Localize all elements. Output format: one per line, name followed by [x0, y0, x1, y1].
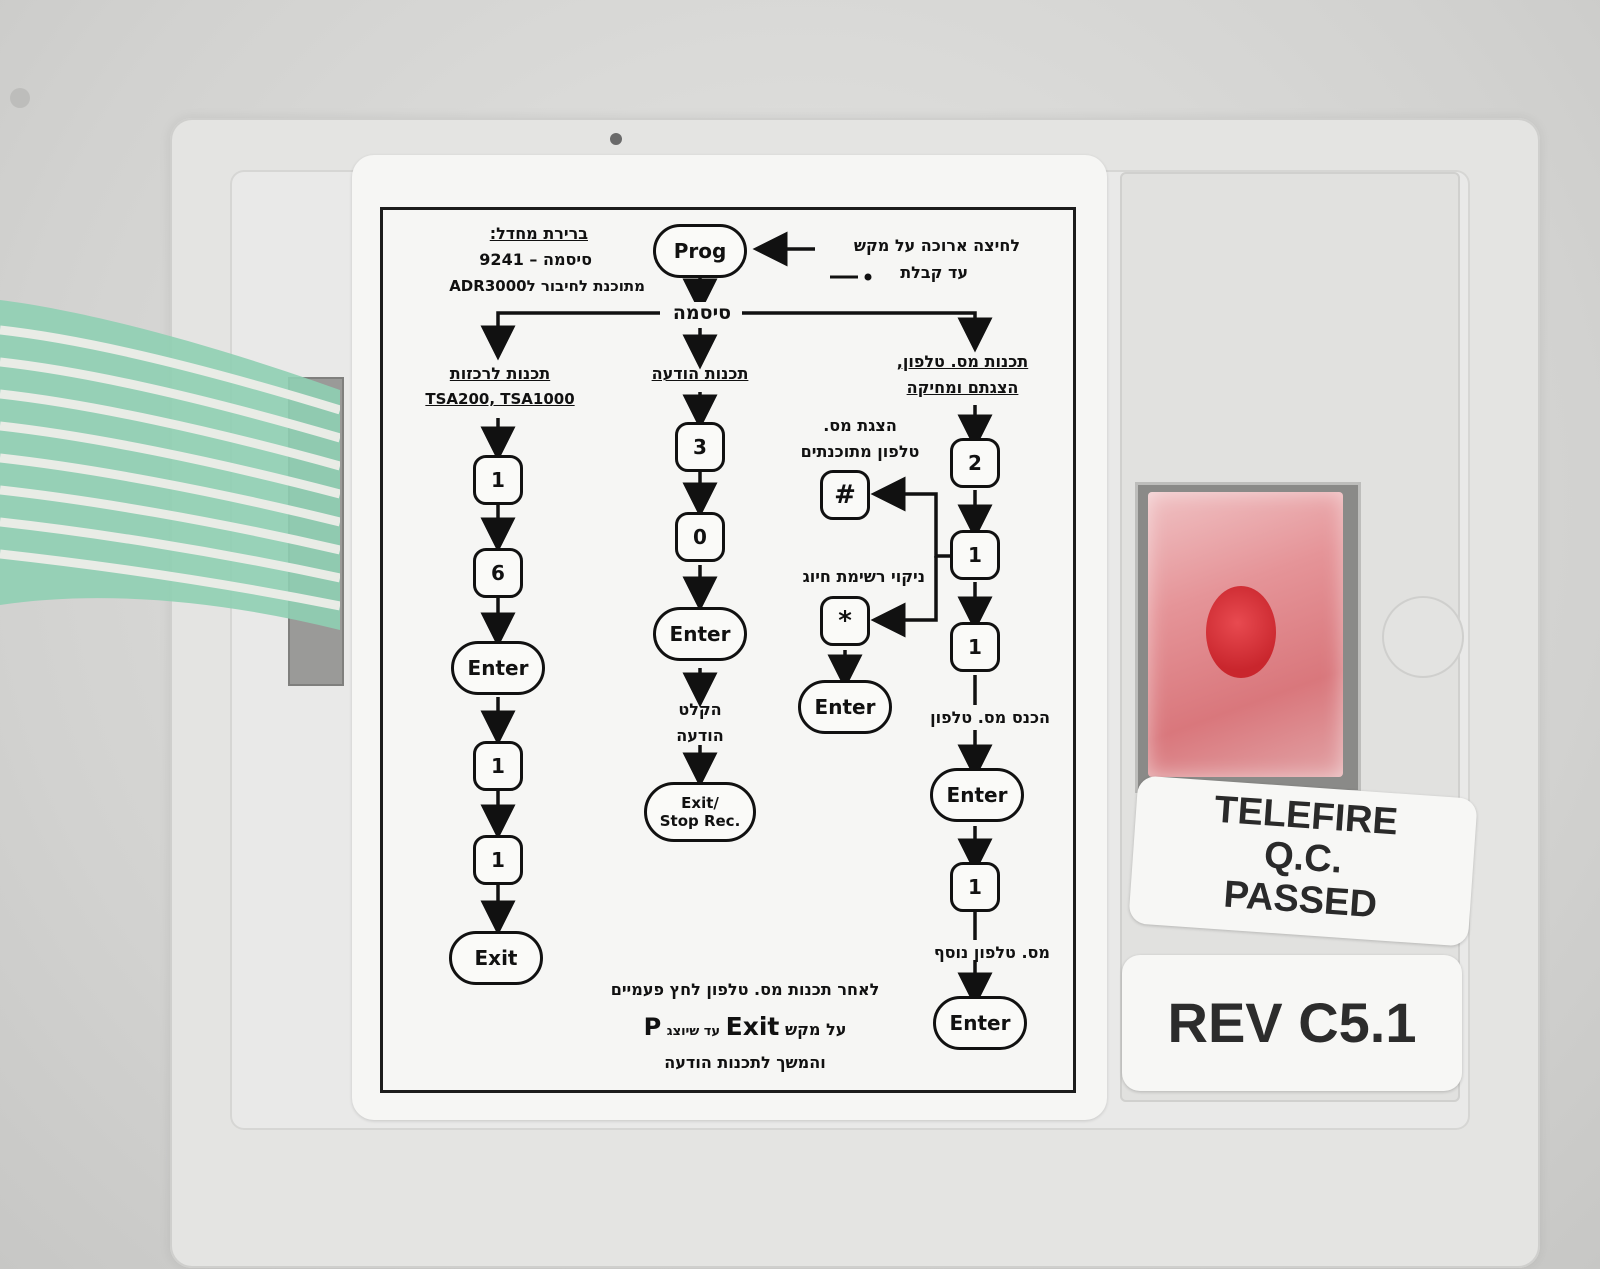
mid-enter-key: Enter [653, 607, 747, 661]
left-key-6: 6 [473, 548, 523, 598]
footer-line-1: לאחר תכנות מס. טלפון לחץ פעמיים [610, 980, 880, 999]
led-indicator [1206, 586, 1276, 678]
instruction-label-frame [380, 207, 1076, 1093]
mid-exit-stop-key: Exit/ Stop Rec. [644, 782, 756, 842]
footer-exit: Exit [725, 1012, 780, 1041]
footer-line-2: על מקש Exit עד שיוצג P [620, 1012, 870, 1041]
mid-key-3: 3 [675, 422, 725, 472]
screw-hole-right [1382, 596, 1464, 678]
left-key-1c: 1 [473, 835, 523, 885]
star-key: * [820, 596, 870, 646]
show-numbers-text-2: טלפון מתוכנתים [800, 442, 920, 461]
mid-key-0: 0 [675, 512, 725, 562]
clear-list-text: ניקוי רשימת חיוג [802, 567, 925, 586]
password-text: סיסמה [662, 302, 742, 324]
left-column-models: TSA200, TSA1000 [425, 390, 575, 408]
middle-column-title: תכנות הודעה [651, 364, 749, 383]
long-press-text: לחיצה ארוכה על מקש [853, 236, 1020, 255]
show-numbers-text: הצגת מס. [823, 416, 897, 435]
additional-number-text: מס. טלפון נוסף [933, 943, 1050, 962]
left-exit-key: Exit [449, 931, 543, 985]
stop-rec-label: Stop Rec. [659, 812, 741, 830]
enter-number-text: הכנס מס. טלפון [930, 708, 1050, 727]
housing-mark [10, 88, 30, 108]
right-enter-key: Enter [930, 768, 1024, 822]
default-password-text: סיסמה – 9241 [479, 250, 592, 269]
right-column-title: תכנות מס. טלפון, [896, 352, 1029, 371]
revision-sticker: REV C5.1 [1122, 955, 1462, 1091]
default-settings-title: ברירת מחדל: [489, 224, 588, 243]
final-enter-key: Enter [933, 996, 1027, 1050]
record-text: הקלט [678, 700, 722, 719]
left-enter-key: Enter [451, 641, 545, 695]
message-text: הודעה [676, 726, 724, 745]
right-key-1c: 1 [950, 862, 1000, 912]
revision-text: REV C5.1 [1167, 991, 1417, 1054]
prog-key: Prog [653, 224, 747, 278]
right-column-subtitle: הצגתם ומחיקה [906, 378, 1019, 397]
footer-p: P [643, 1013, 662, 1041]
ribbon-cable [0, 300, 340, 630]
qc-sticker: TELEFIRE Q.C. PASSED [1128, 775, 1478, 947]
left-key-1b: 1 [473, 741, 523, 791]
branch-enter-key: Enter [798, 680, 892, 734]
footer-line-3: והמשך לתכנות הודעה [664, 1053, 826, 1072]
exit-label: Exit/ [681, 794, 719, 812]
footer-until-shown: עד שיוצג [666, 1024, 721, 1039]
right-key-1: 1 [950, 530, 1000, 580]
right-key-2: 2 [950, 438, 1000, 488]
right-key-1b: 1 [950, 622, 1000, 672]
left-key-1: 1 [473, 455, 523, 505]
screw-hole-top [610, 133, 622, 145]
until-receive-text: עד קבלת [900, 263, 968, 282]
default-adr-text: מתוכנת לחיבור לADR3000 [449, 277, 645, 295]
left-column-title: תכנות לרכזות [449, 364, 551, 383]
hash-key: # [820, 470, 870, 520]
footer-on-key: על מקש [784, 1020, 847, 1039]
